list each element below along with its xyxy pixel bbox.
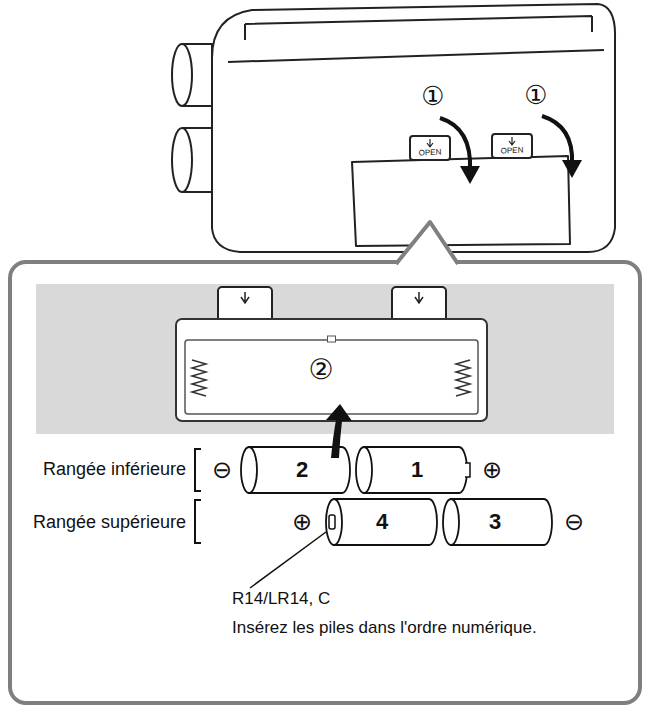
battery-cover	[352, 156, 570, 246]
battery-end	[241, 447, 257, 493]
callout-number: ②	[308, 356, 333, 384]
arrow-head	[460, 166, 480, 184]
curved-arrow	[542, 116, 572, 164]
tab-arrow-mark	[509, 137, 515, 145]
radio-body	[172, 4, 615, 252]
battery-body	[249, 447, 350, 493]
battery-compartment: ②	[175, 318, 488, 422]
compartment-notch	[328, 336, 336, 342]
battery-type: R14/LR14, C	[232, 590, 330, 607]
battery-terminal	[465, 463, 470, 477]
row-bracket	[195, 449, 201, 491]
battery-end	[326, 499, 342, 545]
battery-cell: 4	[320, 497, 438, 547]
leader-line	[250, 532, 326, 588]
spring	[192, 360, 206, 396]
insert-arrow	[326, 404, 352, 458]
compartment-outline	[176, 319, 487, 421]
row-label: Rangée supérieure	[33, 513, 186, 531]
battery-number: 3	[489, 511, 501, 533]
battery-body	[451, 499, 552, 545]
battery-cell: 1	[355, 445, 473, 495]
open-tab	[410, 136, 450, 160]
instruction-note: Insérez les piles dans l'ordre numérique…	[232, 619, 537, 636]
battery-body	[334, 499, 437, 545]
callout-number: ①	[421, 83, 444, 109]
battery-end	[356, 447, 372, 493]
battery-number: 1	[411, 459, 423, 481]
grey-band	[36, 284, 614, 434]
compartment-tabs	[218, 287, 446, 323]
top-face-edge	[228, 50, 604, 62]
tab	[218, 287, 272, 323]
battery-terminal	[329, 515, 335, 529]
spring	[456, 360, 470, 396]
handle-line	[245, 16, 592, 40]
row-bracket	[195, 500, 201, 543]
body-outline	[212, 4, 615, 252]
curved-arrow	[440, 118, 470, 170]
knob-lower-face	[172, 128, 192, 192]
battery-body	[364, 447, 467, 493]
polarity-sign: ⊕	[482, 458, 502, 482]
battery-cell: 2	[240, 445, 356, 495]
callout-number: ①	[524, 82, 547, 108]
tab	[392, 287, 446, 323]
knob-upper-face	[172, 44, 192, 106]
compartment-well	[185, 340, 478, 414]
battery-number: 4	[376, 511, 388, 533]
polarity-sign: ⊖	[212, 458, 232, 482]
arrow-head	[562, 160, 582, 178]
row-label: Rangée inférieure	[43, 460, 186, 478]
tab-arrow-mark	[427, 139, 433, 147]
tab-arrow-mark	[241, 292, 249, 303]
frame-tail	[396, 222, 458, 264]
battery-number: 2	[296, 459, 308, 481]
polarity-sign: ⊖	[564, 510, 584, 534]
tab-arrow-mark	[415, 292, 423, 303]
frame-tail-fill	[396, 222, 458, 266]
springs	[192, 360, 470, 396]
polarity-sign: ⊕	[292, 510, 312, 534]
open-arrows	[440, 116, 582, 184]
open-tab	[492, 134, 532, 158]
tab-text: OPEN	[501, 147, 524, 156]
tab-text: OPEN	[419, 149, 442, 158]
battery-cell: 3	[437, 497, 553, 547]
battery-end	[443, 499, 459, 545]
detail-frame	[10, 262, 640, 703]
